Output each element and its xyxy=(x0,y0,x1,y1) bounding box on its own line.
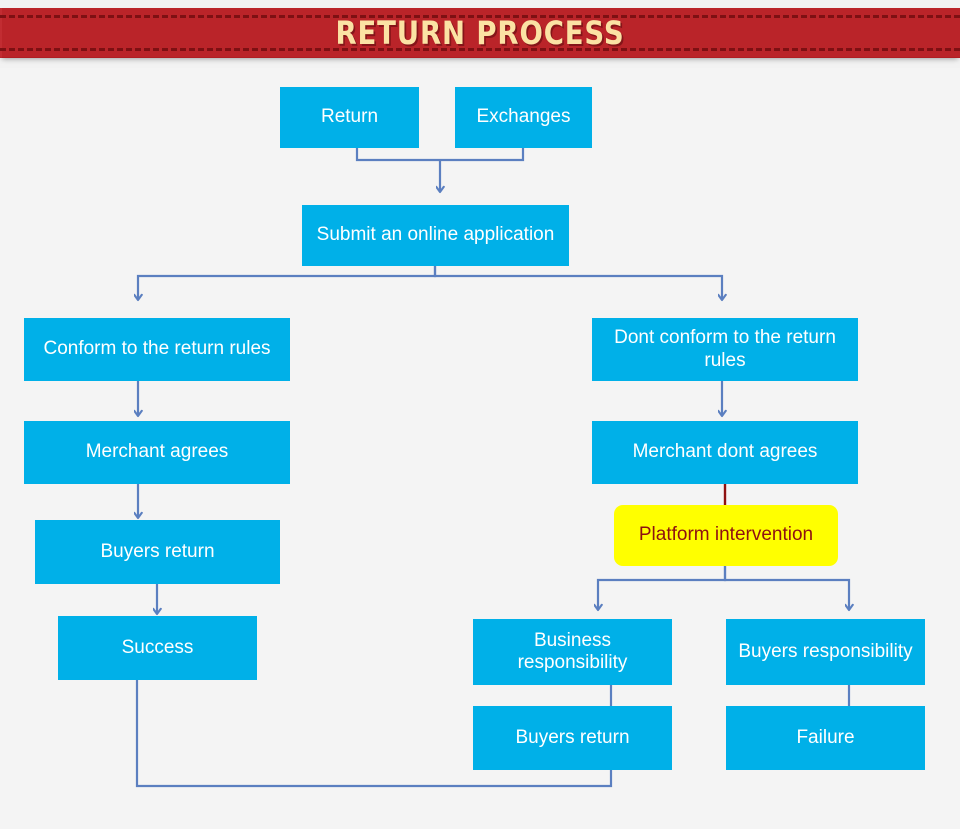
node-return-label: Return xyxy=(320,106,379,128)
edge-feedback-to-success xyxy=(137,658,613,788)
node-buyers-responsibility[interactable]: Buyers responsibility xyxy=(726,619,925,685)
header-banner: RETURN PROCESS xyxy=(0,8,960,58)
node-failure-label: Failure xyxy=(796,726,855,748)
node-success-label: Success xyxy=(121,636,194,658)
node-exchanges-label: Exchanges xyxy=(476,106,571,128)
diagram-canvas: Return Exchanges Submit an online applic… xyxy=(0,68,960,829)
edge-platform-to-buyers-resp xyxy=(723,566,849,610)
node-merchant-dont-agrees[interactable]: Merchant dont agrees xyxy=(592,421,858,484)
page-title: RETURN PROCESS xyxy=(335,14,625,52)
node-submit-label: Submit an online application xyxy=(316,224,555,246)
node-failure[interactable]: Failure xyxy=(726,706,925,770)
node-buyers-return-left[interactable]: Buyers return xyxy=(35,520,280,584)
node-buyers-responsibility-label: Buyers responsibility xyxy=(738,640,913,662)
node-merchant-agrees[interactable]: Merchant agrees xyxy=(24,421,290,484)
node-submit-online-application[interactable]: Submit an online application xyxy=(302,205,569,266)
header-banner-area: RETURN PROCESS xyxy=(0,0,960,68)
node-buyers-return-right[interactable]: Buyers return xyxy=(473,706,672,770)
node-platform-intervention[interactable]: Platform intervention xyxy=(614,505,838,566)
edge-top-merge xyxy=(355,148,525,162)
edge-submit-to-dont-conform xyxy=(433,266,722,300)
banner-stitch-bottom-icon xyxy=(0,48,960,51)
node-return[interactable]: Return xyxy=(280,87,419,148)
node-business-responsibility[interactable]: Business responsibility xyxy=(473,619,672,685)
node-merchant-dont-agrees-label: Merchant dont agrees xyxy=(632,441,818,463)
node-buyers-return-left-label: Buyers return xyxy=(100,540,215,562)
node-dont-conform-label: Dont conform to the return rules xyxy=(614,327,836,371)
node-success[interactable]: Success xyxy=(58,616,257,680)
banner-stitch-top-icon xyxy=(0,15,960,18)
node-merchant-agrees-label: Merchant agrees xyxy=(85,441,229,463)
edge-platform-to-business-resp xyxy=(598,566,727,610)
node-dont-conform-to-return-rules[interactable]: Dont conform to the return rules xyxy=(592,318,858,381)
node-conform-label: Conform to the return rules xyxy=(43,338,271,360)
node-exchanges[interactable]: Exchanges xyxy=(455,87,592,148)
node-buyers-return-right-label: Buyers return xyxy=(515,726,630,748)
node-conform-to-return-rules[interactable]: Conform to the return rules xyxy=(24,318,290,381)
node-business-responsibility-label: Business responsibility xyxy=(517,629,628,673)
connector-layer xyxy=(0,148,960,788)
node-platform-intervention-label: Platform intervention xyxy=(638,524,814,546)
edge-submit-to-conform xyxy=(138,266,437,300)
